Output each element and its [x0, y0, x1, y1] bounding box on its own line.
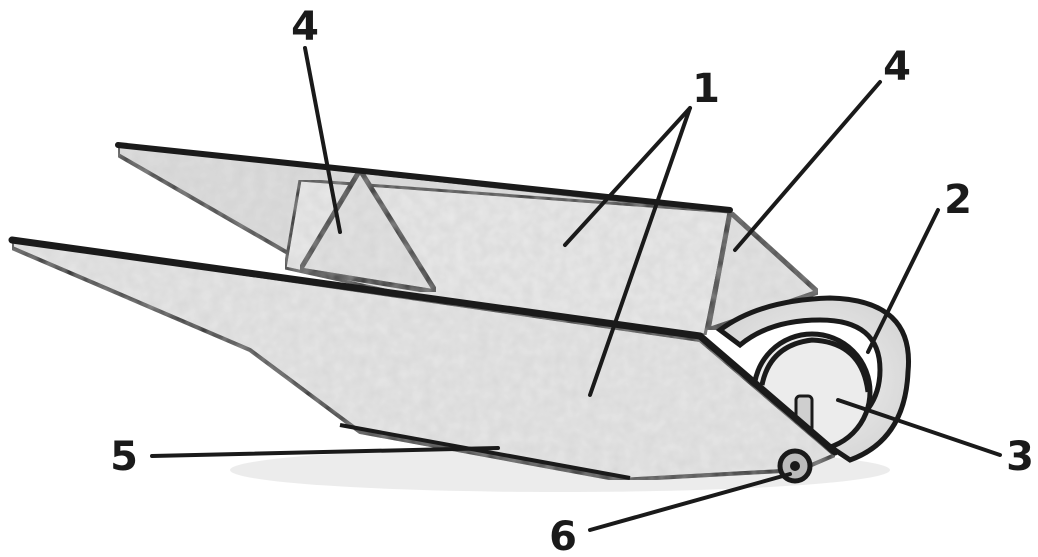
label-body: 1 — [692, 66, 720, 112]
label-handle-rail: 5 — [110, 434, 138, 480]
label-wheel: 3 — [1006, 434, 1034, 480]
axle-bolt-center — [790, 461, 800, 471]
label-front-brace: 4 — [883, 44, 911, 90]
label-axle-bolt: 6 — [549, 514, 577, 557]
label-rear-brace: 4 — [291, 4, 319, 50]
label-wheel-guard: 2 — [944, 177, 972, 223]
leader-4-right — [735, 82, 880, 250]
